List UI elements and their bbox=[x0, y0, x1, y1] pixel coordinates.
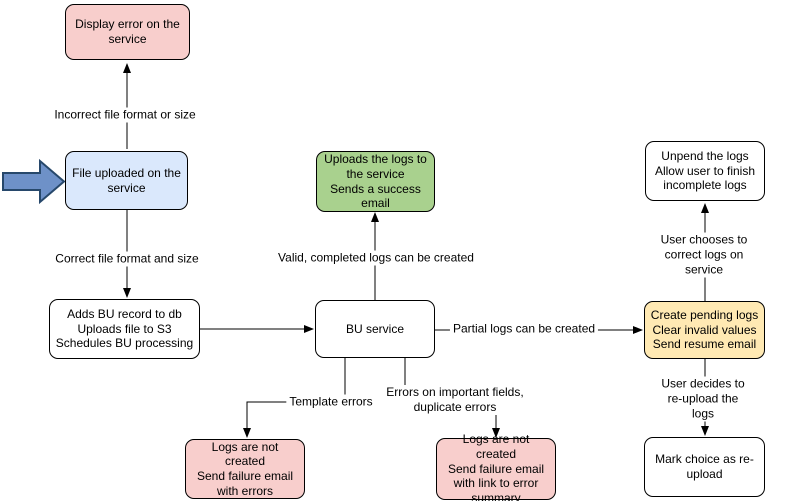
node-adds-bu-record: Adds BU record to db Uploads file to S3 … bbox=[49, 299, 200, 359]
node-create-pending: Create pending logs Clear invalid values… bbox=[644, 301, 765, 359]
edge-label-reupload: User decides to re-upload the logs bbox=[654, 376, 752, 422]
edge-label-partial-logs: Partial logs can be created bbox=[449, 321, 599, 337]
edge-label-template-errors: Template errors bbox=[286, 394, 376, 410]
node-uploads-logs: Uploads the logs to the service Sends a … bbox=[316, 151, 435, 212]
node-logs-not-created-summary: Logs are not created Send failure email … bbox=[436, 432, 556, 501]
edge-label-incorrect-file: Incorrect file format or size bbox=[51, 107, 199, 123]
flow-entry-arrow-icon bbox=[2, 158, 66, 205]
node-bu-service: BU service bbox=[315, 300, 435, 358]
node-unpend-logs: Unpend the logs Allow user to finish inc… bbox=[645, 141, 765, 201]
edge-label-important-errors: Errors on important fields, duplicate er… bbox=[383, 385, 527, 415]
edge-label-valid-logs: Valid, completed logs can be created bbox=[275, 250, 477, 266]
node-logs-not-created-errors: Logs are not created Send failure email … bbox=[185, 439, 305, 499]
edge-label-correct-file: Correct file format and size bbox=[52, 251, 202, 267]
edge-label-choose-correct: User chooses to correct logs on service bbox=[655, 232, 753, 278]
node-file-uploaded: File uploaded on the service bbox=[65, 151, 188, 210]
node-display-error: Display error on the service bbox=[65, 4, 190, 60]
node-mark-choice: Mark choice as re- upload bbox=[644, 437, 765, 497]
